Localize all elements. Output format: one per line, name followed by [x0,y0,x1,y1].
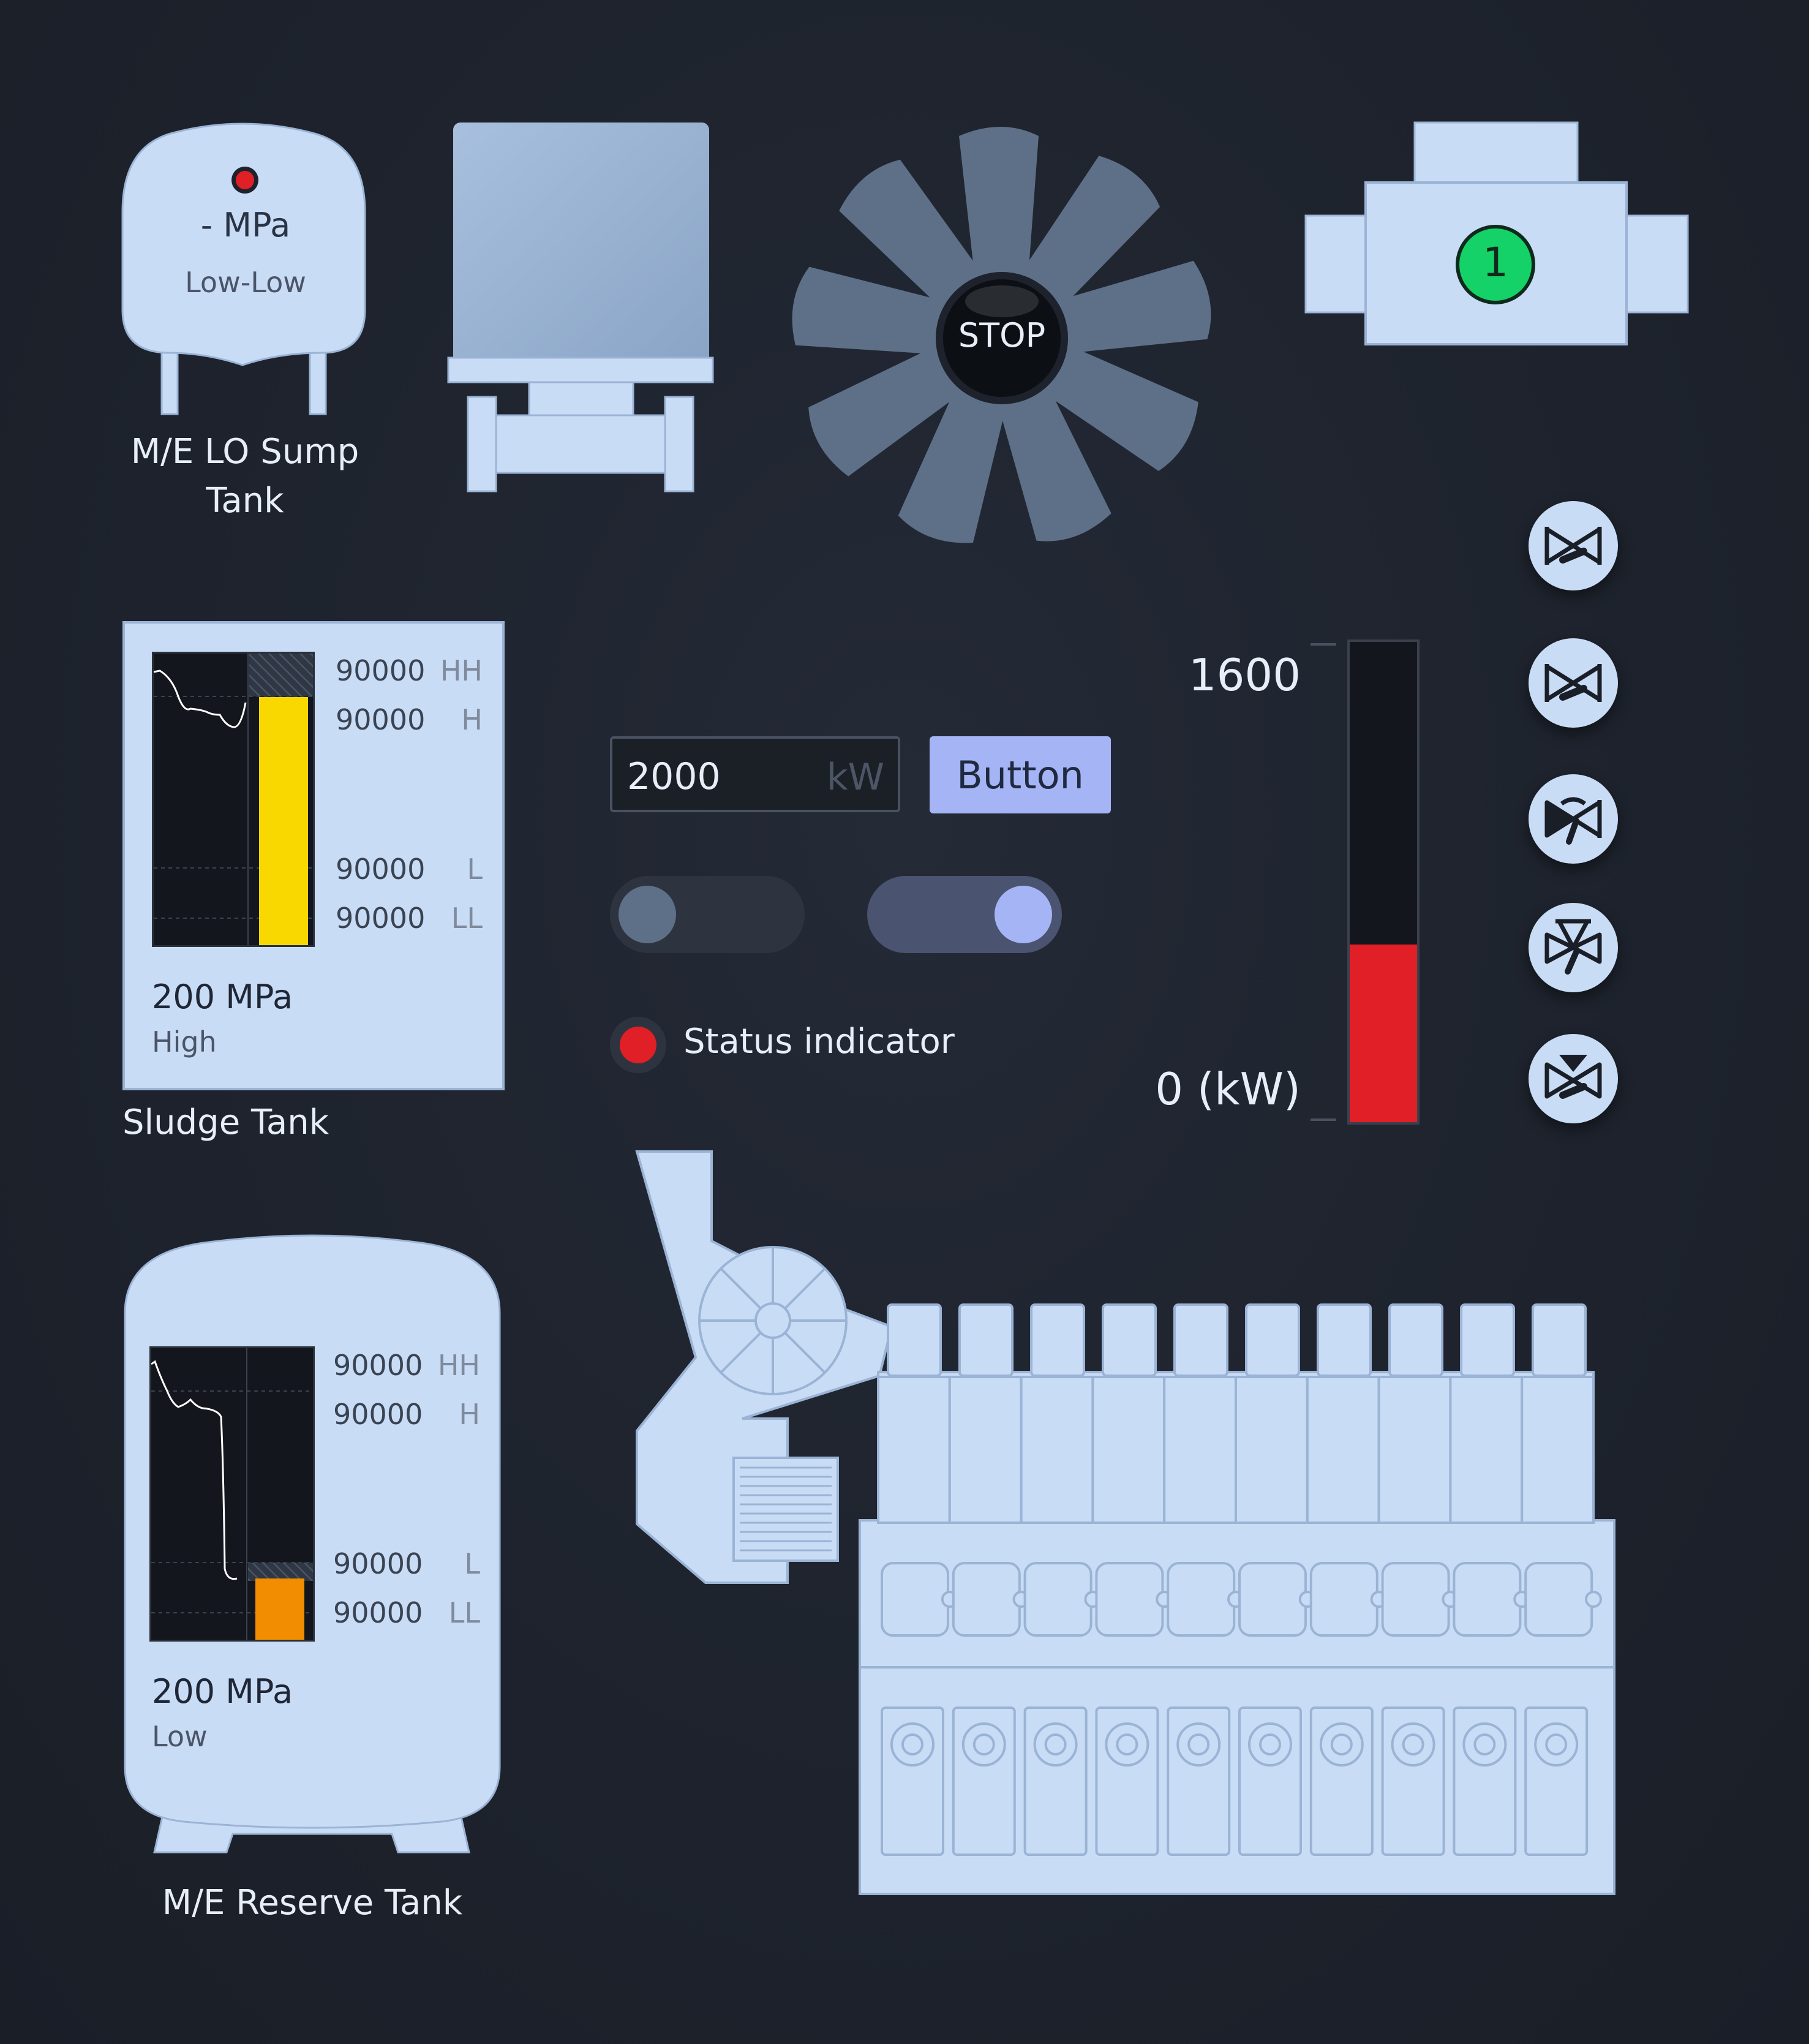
sludge-ll-tag: LL [451,902,483,935]
toggle-knob-off [619,886,676,943]
reserve-l-tag: L [464,1547,480,1580]
reserve-tank[interactable]: 90000 HH 90000 H 90000 L 90000 LL 200 MP… [122,1234,502,1865]
pump-number: 1 [1483,239,1508,286]
reserve-ll-row: 90000 LL [333,1596,480,1629]
sludge-pressure: 200 MPa [152,978,293,1016]
lo-sump-level-state: Low-Low [185,266,306,299]
sludge-tank-label: Sludge Tank [122,1103,329,1142]
reserve-level-state: Low [152,1720,208,1753]
reserve-tank-label: M/E Reserve Tank [162,1883,463,1923]
reserve-l-value: 90000 [333,1547,423,1580]
three-way-valve-icon [1544,919,1602,975]
sludge-hh-tag: HH [440,654,483,687]
reserve-trend-chart [151,1348,313,1640]
pump-body [1304,121,1689,345]
valve-butterfly-2[interactable] [1529,638,1618,728]
sludge-trend-chart [153,654,313,945]
valve-butterfly-1[interactable] [1529,501,1618,590]
diesel-engine[interactable] [634,1149,1617,1896]
fan-state-label: STOP [958,316,1046,355]
lo-sump-label-line2: Tank [206,481,284,521]
sludge-h-value: 90000 [336,703,426,736]
check-valve-icon [1544,1055,1602,1099]
reserve-h-value: 90000 [333,1398,423,1431]
control-valve-icon [1544,797,1602,845]
action-button[interactable]: Button [930,736,1111,813]
sludge-ll-value: 90000 [336,902,426,935]
engine-graphic [635,1150,1615,1895]
gauge-track [1347,639,1420,1125]
reserve-hh-value: 90000 [333,1349,423,1382]
power-input-unit: kW [826,756,884,799]
reserve-trend-area [149,1346,315,1642]
lo-sump-tank[interactable]: - MPa Low-Low [120,120,371,420]
power-input-value[interactable] [626,755,812,799]
reserve-hh-tag: HH [437,1349,480,1382]
lo-sump-pressure: - MPa [200,206,291,244]
fan-unit[interactable]: STOP [784,120,1220,556]
lo-sump-tank-body [121,123,366,415]
fan-blades [786,127,1217,552]
motor-pump-unit[interactable] [446,120,715,500]
sludge-ll-row: 90000 LL [336,902,483,935]
status-label: Status indicator [683,1022,955,1062]
lo-sump-label-line1: M/E LO Sump [130,432,359,472]
sludge-l-value: 90000 [336,853,426,886]
sludge-h-row: 90000 H [336,703,483,736]
reserve-h-row: 90000 H [333,1398,480,1431]
power-input-field[interactable]: kW [610,736,900,812]
power-gauge: 1600 0 (kW) [1139,637,1433,1127]
reserve-h-tag: H [459,1398,480,1431]
sludge-h-tag: H [461,703,483,736]
sludge-level-state: High [152,1025,217,1058]
lo-sump-tank-label: M/E LO Sump Tank [92,428,398,526]
reserve-level-bar [255,1578,304,1640]
reserve-hh-row: 90000 HH [333,1349,480,1382]
reserve-l-row: 90000 L [333,1547,480,1580]
gauge-fill [1350,945,1417,1122]
butterfly-valve-icon [1544,664,1602,702]
sludge-level-bar [259,697,308,945]
butterfly-valve-icon [1544,527,1602,565]
valve-control[interactable] [1529,774,1618,864]
toggle-switch-on[interactable] [867,876,1062,953]
motor-pump-graphic [447,123,714,492]
valve-check[interactable] [1529,1034,1618,1123]
sludge-hh-value: 90000 [336,654,426,687]
toggle-knob-on [995,886,1052,943]
gauge-min-label: 0 (kW) [1155,1063,1301,1115]
status-indicator: Status indicator [610,1014,977,1076]
reserve-ll-tag: LL [448,1596,480,1629]
toggle-switch-off[interactable] [610,876,805,953]
sludge-l-row: 90000 L [336,853,483,886]
sludge-trend-area [152,652,315,947]
reserve-pressure: 200 MPa [152,1672,293,1711]
gauge-max-label: 1600 [1188,649,1301,701]
sludge-tank[interactable]: 90000 HH 90000 H 90000 L 90000 LL 200 MP… [122,621,505,1090]
valve-three-way[interactable] [1529,903,1618,992]
sludge-hh-row: 90000 HH [336,654,483,687]
status-lamp [610,1017,666,1073]
pump-unit[interactable]: 1 [1303,120,1690,348]
reserve-ll-value: 90000 [333,1596,423,1629]
sludge-l-tag: L [467,853,483,886]
